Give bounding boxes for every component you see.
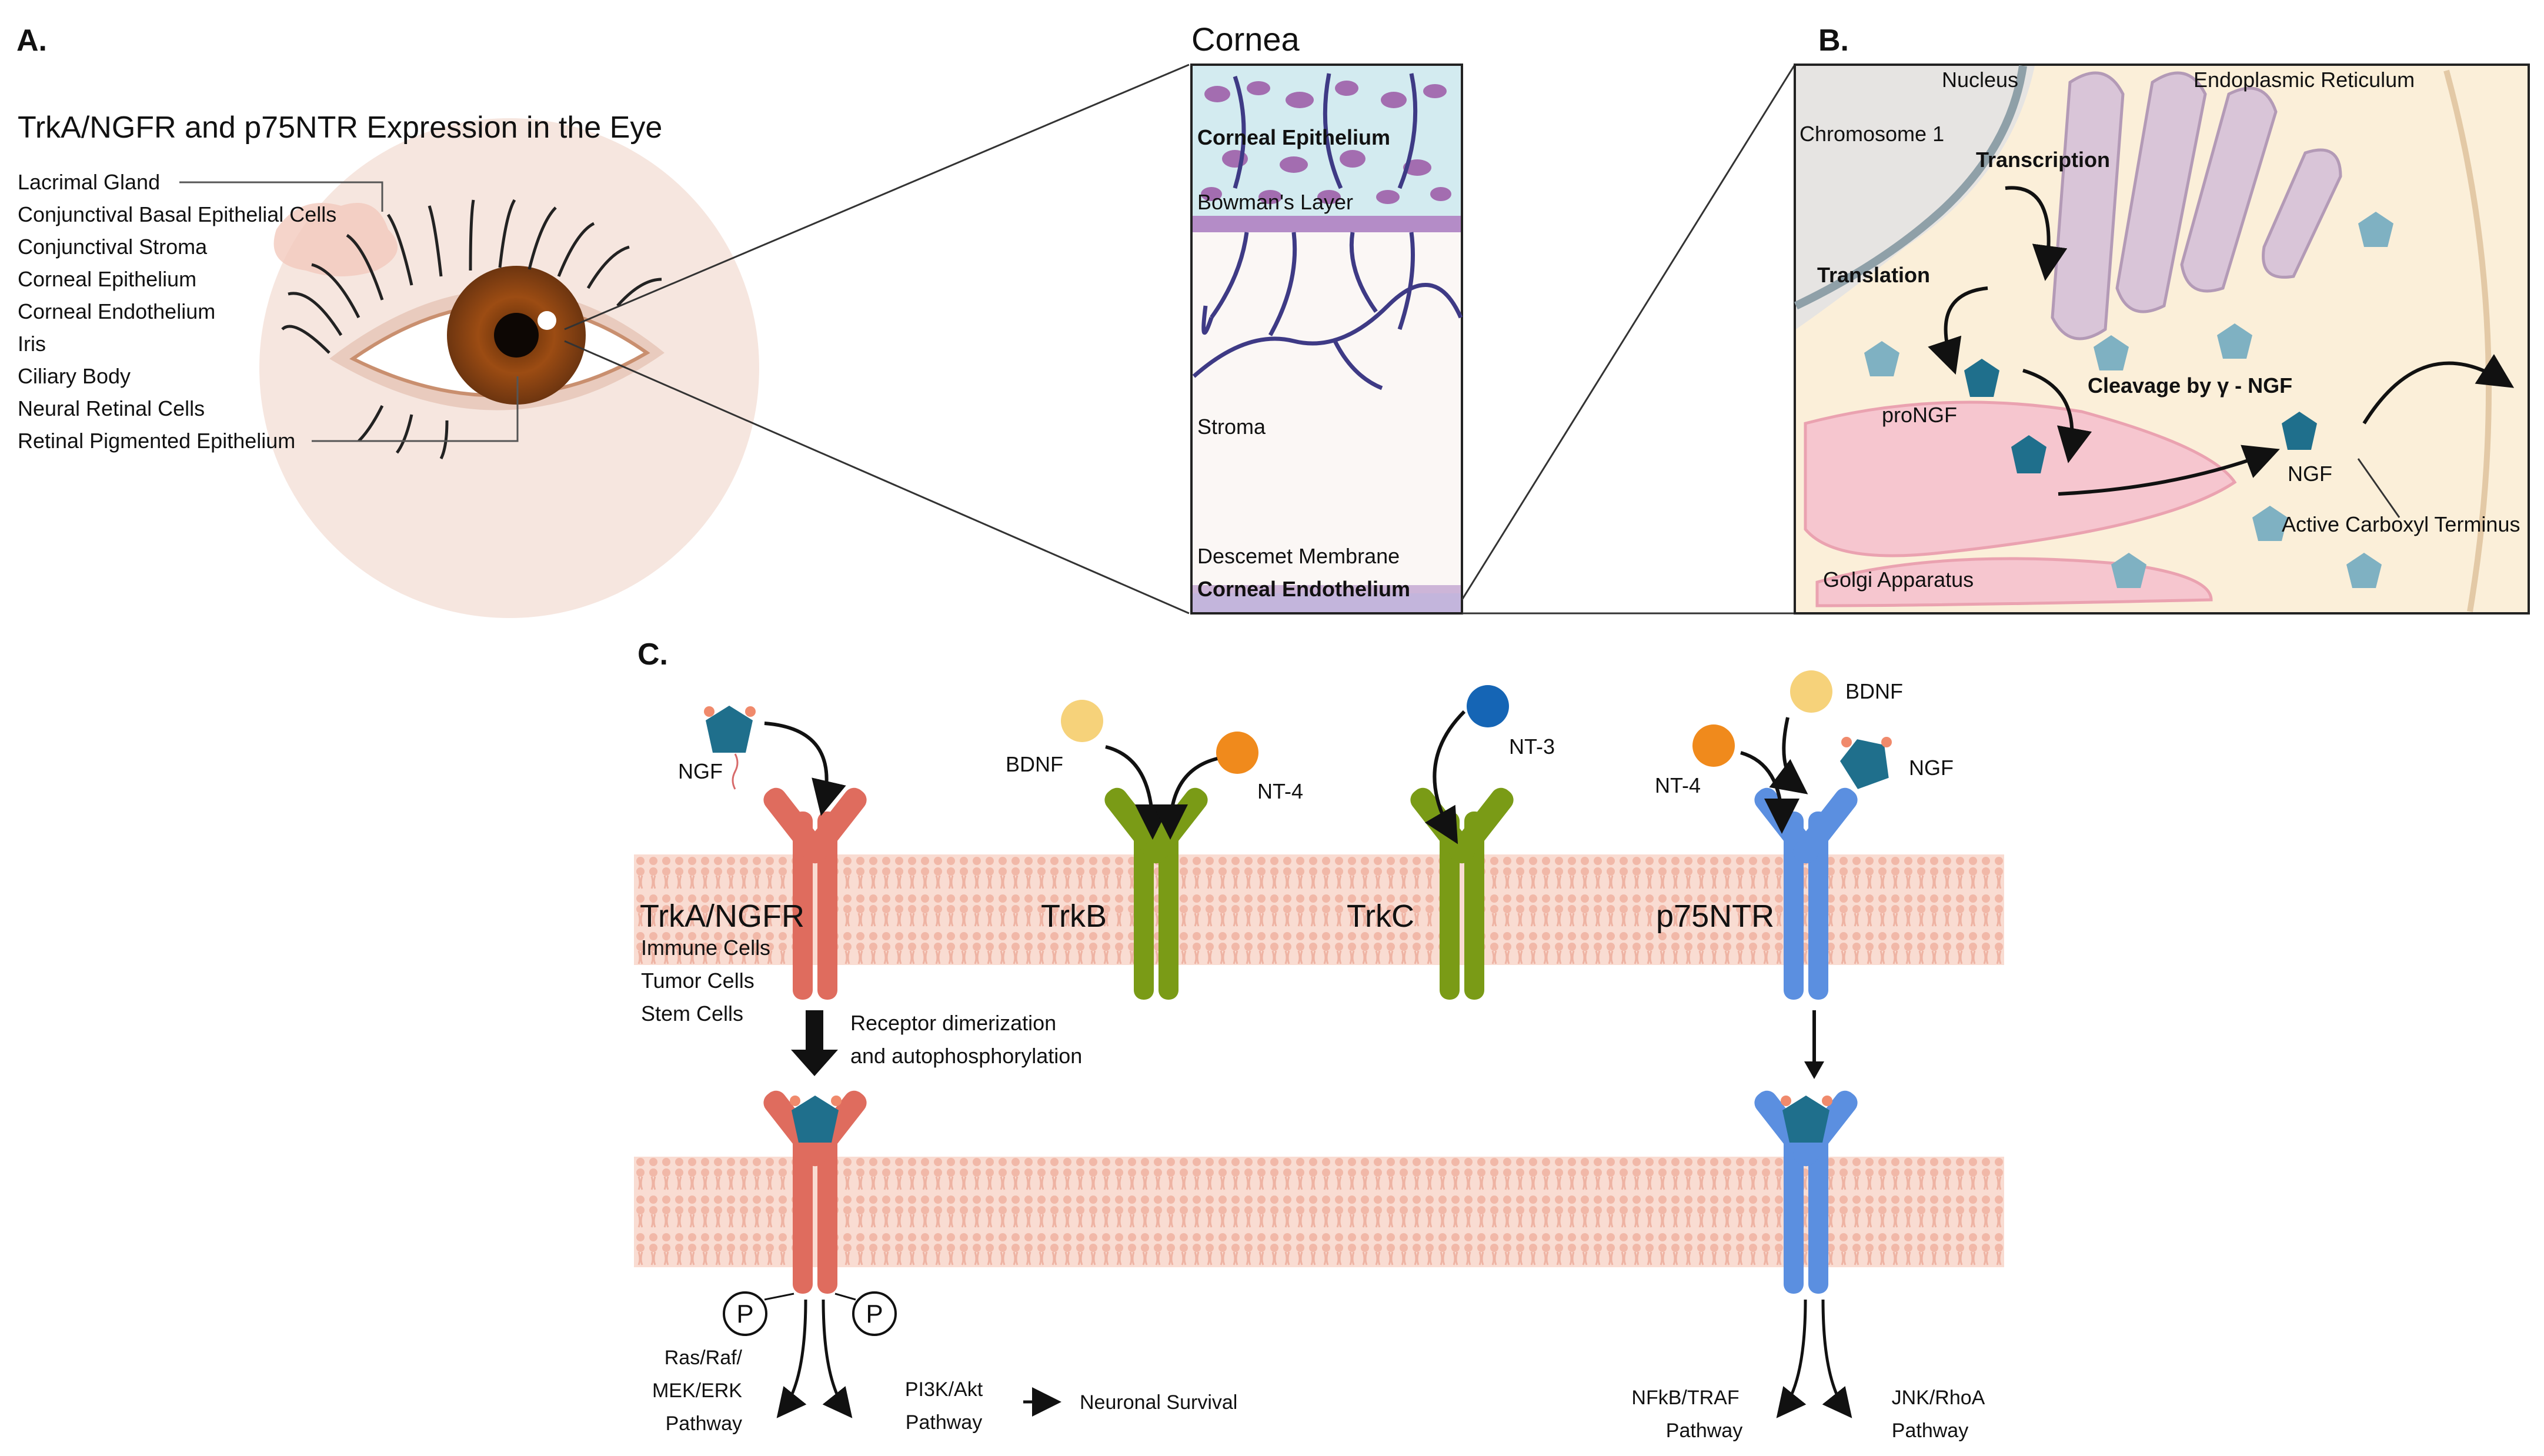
pathway-ras-1: Ras/Raf/	[665, 1347, 743, 1369]
tissue-item: Iris	[18, 332, 46, 356]
ligand-arrows	[764, 710, 1808, 844]
membrane-top	[634, 854, 2004, 965]
receptor-label-trkb: TrkB	[1041, 899, 1107, 934]
ngf-ligand-p75	[1839, 737, 1892, 789]
label-active-terminus: Active Carboxyl Terminus	[2282, 512, 2520, 536]
nt4-ligand-p75	[1692, 724, 1735, 767]
cornea-label-endothelium: Corneal Endothelium	[1197, 577, 1410, 601]
label-prongf: proNGF	[1882, 403, 1957, 427]
label-cleavage: Cleavage by γ - NGF	[2088, 373, 2292, 398]
tissue-item: Corneal Endothelium	[18, 299, 215, 323]
cell-type-stem: Stem Cells	[641, 1001, 743, 1026]
phospho-left-link	[764, 1293, 794, 1301]
ligand-label-ngf-trka: NGF	[678, 759, 723, 783]
bdnf-ligand-p75	[1790, 670, 1832, 713]
zoom-line-top	[564, 64, 1190, 330]
tissue-item: Conjunctival Basal Epithelial Cells	[18, 202, 336, 226]
phospho-right-circle	[852, 1291, 897, 1336]
zoom-line-bottom	[564, 340, 1190, 615]
dimerization-line-2: and autophosphorylation	[850, 1044, 1082, 1068]
ngf-molecules-background	[1864, 212, 2393, 588]
tissue-item: Ciliary Body	[18, 364, 131, 388]
cornea-box	[1190, 64, 1463, 615]
panel-b-arrows	[1928, 186, 2515, 496]
cornea-title: Cornea	[1191, 21, 1300, 58]
ngf-ligand-bound-trka	[790, 1096, 842, 1143]
stromal-nerves	[1192, 73, 1463, 390]
leader-rpe	[312, 376, 519, 442]
cell-membrane-edge	[2443, 69, 2492, 612]
cornea-label-stroma: Stroma	[1197, 415, 1266, 439]
dimerization-line-1: Receptor dimerization	[850, 1011, 1056, 1035]
cell-interior-box	[1794, 64, 2530, 615]
ligand-label-bdnf-trkb: BDNF	[1006, 752, 1063, 776]
ligand-label-nt4-p75: NT-4	[1655, 773, 1701, 797]
downstream-arrows	[776, 1299, 1852, 1418]
cornea-label-epithelium: Corneal Epithelium	[1197, 125, 1390, 149]
leader-lacrimal	[179, 181, 383, 212]
cell-type-tumor: Tumor Cells	[641, 969, 754, 993]
phospho-right-link	[834, 1293, 856, 1301]
pathway-neuronal-survival: Neuronal Survival	[1080, 1391, 1237, 1414]
bdnf-ligand-trkb	[1061, 700, 1103, 742]
label-translation: Translation	[1817, 263, 1930, 287]
panel-a-title: TrkA/NGFR and p75NTR Expression in the E…	[18, 111, 662, 145]
panel-c-letter: C.	[637, 637, 668, 672]
ligand-label-bdnf-p75: BDNF	[1845, 679, 1903, 703]
pathway-jnk-2: Pathway	[1892, 1420, 1968, 1442]
pathway-ras-2: MEK/ERK	[652, 1380, 742, 1402]
tissue-item: Conjunctival Stroma	[18, 235, 208, 259]
label-transcription: Transcription	[1976, 148, 2110, 172]
pathway-nfkb-2: Pathway	[1666, 1420, 1742, 1442]
pathway-pi3k-2: Pathway	[906, 1411, 982, 1434]
cornea-label-bowman: Bowman's Layer	[1197, 190, 1353, 214]
label-chromosome: Chromosome 1	[1800, 122, 1944, 146]
pathway-jnk-1: JNK/RhoA	[1892, 1387, 1985, 1409]
zoom-line-b-top	[1461, 64, 1796, 600]
ngf-ligand-trka	[704, 706, 756, 790]
pathway-ras-3: Pathway	[666, 1412, 742, 1435]
nt4-ligand-trkb	[1216, 732, 1258, 774]
label-ngf-b: NGF	[2288, 462, 2332, 486]
pathway-nfkb-1: NFkB/TRAF	[1631, 1387, 1739, 1409]
receptor-label-trkc: TrkC	[1347, 899, 1414, 934]
pathway-pi3k-1: PI3K/Akt	[905, 1378, 983, 1401]
eye-illustration	[281, 199, 665, 460]
receptor-trka	[763, 787, 867, 1000]
membrane-bottom	[634, 1157, 2004, 1267]
phospho-left-label: P	[736, 1300, 753, 1328]
endoplasmic-reticulum	[2051, 71, 2342, 340]
phospho-left-circle	[723, 1291, 767, 1336]
ligand-label-ngf-p75: NGF	[1909, 756, 1954, 780]
tissue-item: Neural Retinal Cells	[18, 396, 205, 420]
tissue-item: Retinal Pigmented Epithelium	[18, 429, 295, 453]
active-terminus-leader	[2357, 458, 2401, 518]
ngf-molecules-highlight	[1964, 359, 2317, 473]
activation-arrow-trka	[791, 1010, 838, 1076]
panel-b-letter: B.	[1818, 24, 1849, 58]
panel-a-letter: A.	[16, 24, 47, 58]
receptor-label-p75ntr: p75NTR	[1656, 899, 1774, 934]
ngf-ligand-bound-p75	[1781, 1096, 1832, 1143]
nt3-ligand-trkc	[1467, 685, 1509, 727]
cell-type-immune: Immune Cells	[641, 936, 770, 960]
cornea-label-descemet: Descemet Membrane	[1197, 544, 1400, 568]
ligand-label-nt3-trkc: NT-3	[1509, 734, 1555, 759]
label-nucleus: Nucleus	[1942, 68, 2018, 92]
label-er: Endoplasmic Reticulum	[2194, 68, 2415, 92]
label-golgi: Golgi Apparatus	[1823, 567, 1974, 592]
tissue-item: Lacrimal Gland	[18, 170, 160, 194]
activation-arrow-p75	[1804, 1010, 1824, 1079]
tissue-item: Corneal Epithelium	[18, 267, 196, 291]
eyelashes	[281, 199, 662, 460]
ligand-label-nt4-trkb: NT-4	[1257, 779, 1303, 803]
phospho-right-label: P	[866, 1300, 883, 1328]
receptor-label-trka: TrkA/NGFR	[640, 899, 804, 934]
